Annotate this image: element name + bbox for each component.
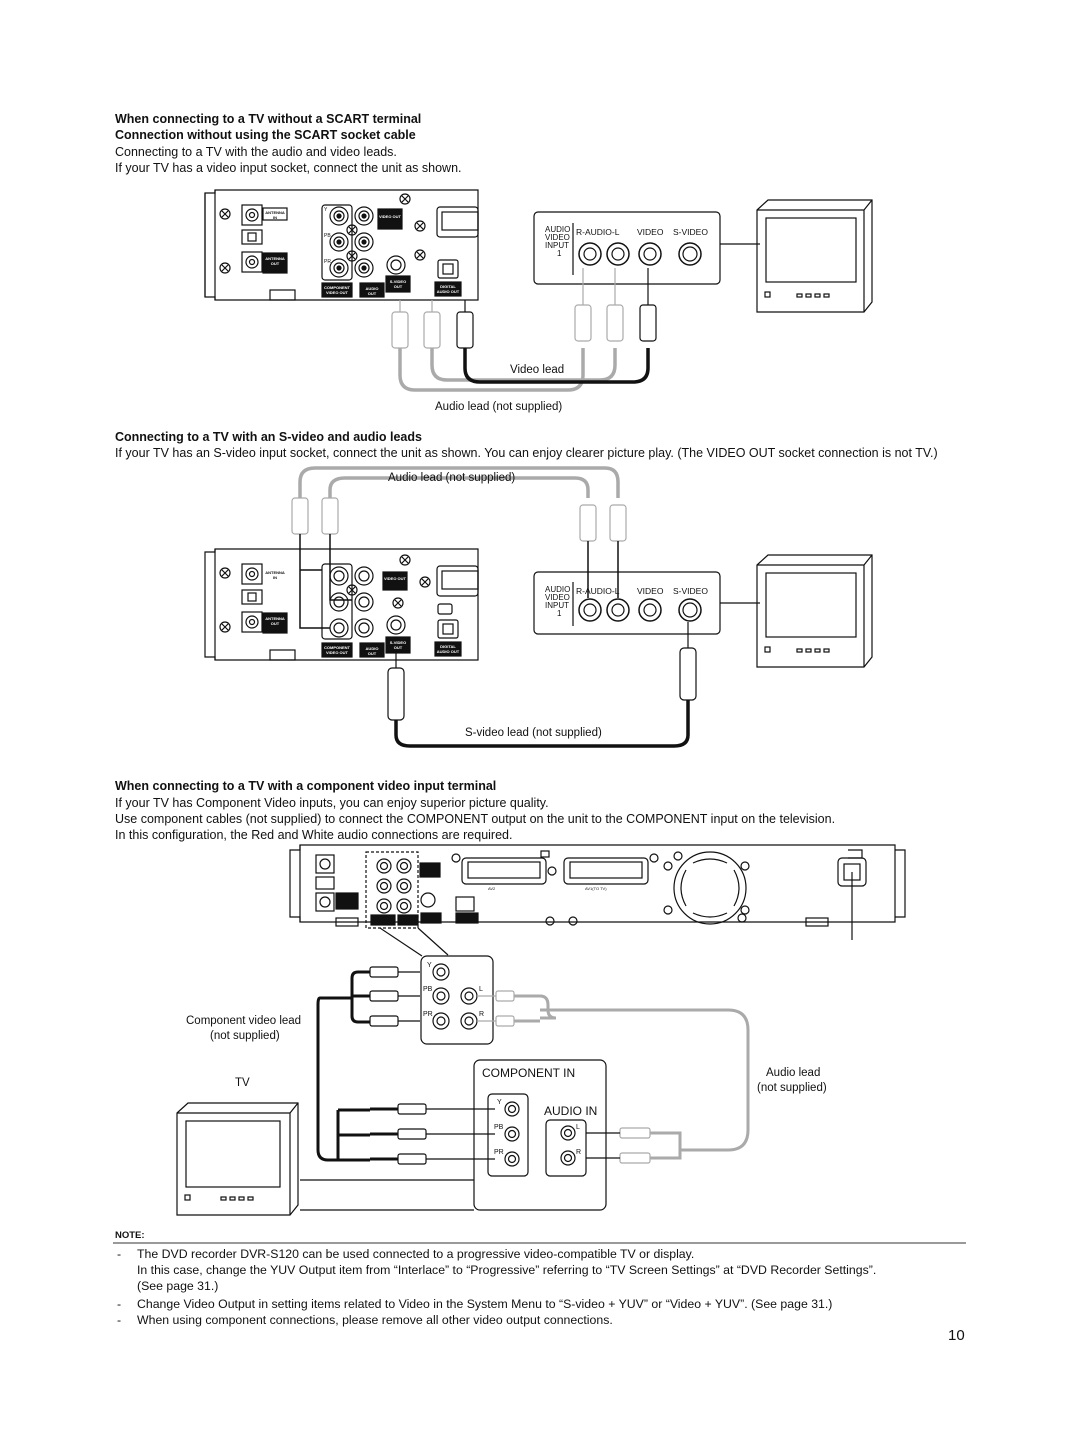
d1-digital-label: DIGITAL AUDIO OUT bbox=[436, 284, 460, 294]
d1-antenna-in-label: ANTENNA IN bbox=[265, 210, 285, 220]
note-dash-1: - bbox=[117, 1247, 122, 1261]
d2-audio-out-label: AUDIO OUT bbox=[365, 646, 379, 656]
d1-pb-label: PB bbox=[324, 233, 331, 239]
recorder-panel-3 bbox=[289, 844, 906, 940]
audio-lead-cable-3 bbox=[512, 994, 750, 1160]
d1-svideo-out-label: S-VIDEO OUT bbox=[389, 279, 407, 289]
panel1-input-label: INPUT bbox=[545, 241, 569, 250]
d2-component-label: COMPONENT VIDEO OUT bbox=[324, 645, 350, 655]
note-item-1-line-2: In this case, change the YUV Output item… bbox=[137, 1263, 877, 1277]
d1-audio-out-label: AUDIO OUT bbox=[365, 286, 379, 296]
section1-line-2: If your TV has a video input socket, con… bbox=[115, 161, 462, 175]
audio-lead-label-3a: Audio lead bbox=[766, 1067, 821, 1079]
panel1-audio-label: AUDIO bbox=[545, 225, 571, 234]
zoom-pr-label: PR bbox=[423, 1011, 433, 1018]
d2-digital-label: DIGITAL AUDIO OUT bbox=[436, 644, 460, 654]
audio-lead-label-1: Audio lead (not supplied) bbox=[435, 401, 563, 413]
section3-line-3: In this configuration, the Red and White… bbox=[115, 828, 513, 842]
component-lead-label-1: Component video lead bbox=[186, 1015, 302, 1027]
panel1-video-label: VIDEO bbox=[545, 233, 570, 242]
tv3-pb-label: PB bbox=[494, 1124, 504, 1131]
component-in-label: COMPONENT IN bbox=[482, 1066, 576, 1080]
d1-video-out-label: VIDEO OUT bbox=[379, 214, 402, 219]
audio-lead-label-3b: (not supplied) bbox=[757, 1082, 827, 1094]
tv-1 bbox=[756, 199, 873, 313]
panel2-video-label: VIDEO bbox=[545, 593, 570, 602]
panel2-video-col-label: VIDEO bbox=[637, 586, 664, 596]
section2-heading: Connecting to a TV with an S-video and a… bbox=[115, 430, 422, 444]
svideo-lead-cable bbox=[394, 700, 690, 748]
audio-in-label: AUDIO IN bbox=[544, 1104, 598, 1118]
tv3-y-label: Y bbox=[497, 1099, 502, 1106]
note-dash-2: - bbox=[117, 1297, 122, 1311]
panel2-svideo-label: S-VIDEO bbox=[673, 586, 708, 596]
audio-lead-label-2: Audio lead (not supplied) bbox=[388, 472, 516, 484]
panel1-input-num: 1 bbox=[557, 249, 562, 258]
d2-video-out-label: VIDEO OUT bbox=[384, 576, 407, 581]
video-lead-label: Video lead bbox=[510, 364, 565, 376]
tv-input-panel-2 bbox=[533, 571, 760, 635]
av1-label: AV1(TO TV) bbox=[585, 886, 607, 891]
tv-2 bbox=[756, 554, 873, 668]
audio-lead-cable-2 bbox=[298, 466, 620, 498]
note-item-1-line-1: The DVD recorder DVR-S120 can be used co… bbox=[137, 1247, 695, 1261]
section3-line-1: If your TV has Component Video inputs, y… bbox=[115, 796, 549, 810]
tv3-r-label: R bbox=[576, 1149, 582, 1156]
av2-label: AV2 bbox=[488, 886, 496, 891]
zoom-y-label: Y bbox=[427, 962, 432, 969]
component-video-cable bbox=[316, 970, 370, 1162]
component-lead-label-2: (not supplied) bbox=[210, 1030, 280, 1042]
section2-text: If your TV has an S-video input socket, … bbox=[115, 446, 938, 460]
panel1-video-col-label: VIDEO bbox=[637, 227, 664, 237]
d1-y-label: Y bbox=[324, 207, 328, 213]
section3-line-2: Use component cables (not supplied) to c… bbox=[115, 812, 836, 826]
d1-component-label: COMPONENT VIDEO OUT bbox=[324, 285, 350, 295]
d2-antenna-out-label: ANTENNA OUT bbox=[265, 616, 285, 626]
note-dash-3: - bbox=[117, 1313, 122, 1327]
tv-input-panel-3 bbox=[300, 1059, 620, 1211]
video-lead-cable-1 bbox=[463, 348, 650, 384]
d1-antenna-out-label: ANTENNA OUT bbox=[265, 256, 285, 266]
section3-heading: When connecting to a TV with a component… bbox=[115, 779, 497, 793]
panel2-input-num: 1 bbox=[557, 609, 562, 618]
note-item-3: When using component connections, please… bbox=[137, 1313, 613, 1327]
panel1-r-audio-l-label: R-AUDIO-L bbox=[576, 227, 620, 237]
panel2-audio-video-input-labels: AUDIO VIDEO INPUT 1 bbox=[545, 586, 570, 618]
section1-heading-1: When connecting to a TV without a SCART … bbox=[115, 112, 422, 126]
zoom-l-label: L bbox=[479, 986, 483, 993]
note-title: NOTE: bbox=[115, 1230, 145, 1241]
zoom-pb-label: PB bbox=[423, 986, 433, 993]
note-item-2: Change Video Output in setting items rel… bbox=[137, 1297, 833, 1311]
note-item-1-line-3: (See page 31.) bbox=[137, 1279, 219, 1293]
tv3-l-label: L bbox=[576, 1124, 580, 1131]
component-zoom-panel bbox=[379, 927, 494, 1045]
panel2-audio-label: AUDIO bbox=[545, 585, 571, 594]
section1-heading-2: Connection without using the SCART socke… bbox=[115, 128, 416, 142]
panel2-r-audio-l-label: R-AUDIO-L bbox=[576, 586, 620, 596]
tv3-pr-label: PR bbox=[494, 1149, 504, 1156]
tv-3 bbox=[176, 1102, 299, 1216]
d2-antenna-in-label: ANTENNA IN bbox=[265, 570, 285, 580]
d2-svideo-out-label: S-VIDEO OUT bbox=[389, 640, 407, 650]
svideo-lead-label: S-video lead (not supplied) bbox=[465, 727, 602, 739]
tv-input-panel-1 bbox=[533, 211, 760, 285]
recorder-panel-1 bbox=[204, 189, 479, 301]
tv-label: TV bbox=[235, 1077, 250, 1089]
page-number: 10 bbox=[948, 1327, 965, 1344]
d1-pr-label: PR bbox=[324, 259, 331, 265]
panel2-input-label: INPUT bbox=[545, 601, 569, 610]
panel1-svideo-label: S-VIDEO bbox=[673, 227, 708, 237]
zoom-r-label: R bbox=[479, 1011, 485, 1018]
section1-line-1: Connecting to a TV with the audio and vi… bbox=[115, 145, 397, 159]
panel1-audio-video-input-labels: AUDIO VIDEO INPUT 1 bbox=[545, 226, 570, 258]
